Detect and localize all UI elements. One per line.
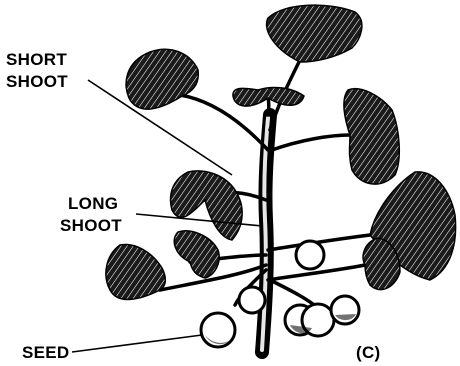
seed-1 — [201, 313, 235, 347]
leader-long-shoot — [136, 214, 262, 226]
label-short-shoot-line2: SHOOT — [6, 72, 68, 92]
label-long-shoot-line2: SHOOT — [60, 216, 122, 236]
leaves — [106, 5, 456, 299]
label-short-shoot-line1: SHORT — [6, 50, 67, 70]
label-panel-c: (C) — [356, 343, 381, 363]
leaf-right-upper — [344, 89, 399, 184]
seed-2 — [239, 287, 265, 313]
seed-6 — [296, 241, 324, 269]
leaf-left-middle — [174, 231, 219, 278]
leader-seed — [72, 335, 202, 352]
leaf-top — [267, 5, 362, 62]
label-long-shoot-line1: LONG — [68, 194, 118, 214]
leaf-long-shoot — [171, 171, 243, 240]
label-seed: SEED — [22, 343, 70, 363]
leaf-bottom-left — [106, 244, 165, 299]
leaf-upper-left — [126, 49, 198, 109]
